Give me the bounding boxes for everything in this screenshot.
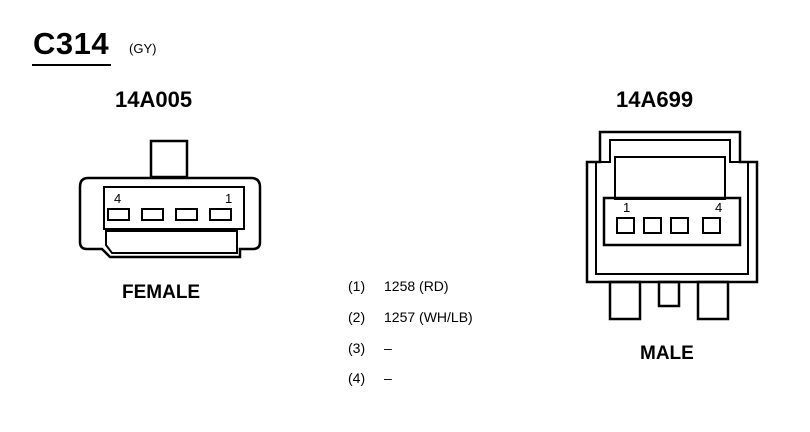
male-inner-housing [595,139,749,275]
pin-row-3: (3) – [348,340,392,356]
female-pin-label-right: 1 [225,191,232,206]
female-cavity [103,186,245,230]
female-terminal-3 [141,208,164,221]
female-terminal-1 [209,208,232,221]
connector-color: (GY) [129,41,157,56]
female-label: FEMALE [122,282,201,303]
female-latch-tab [149,139,189,179]
pin-row-1: (1) 1258 (RD) [348,278,449,294]
male-terminal-1 [616,217,635,234]
male-part-number: 14A699 [616,87,694,112]
pin-number: (4) [348,370,366,386]
male-latch-window [614,156,726,200]
male-foot-left [608,280,642,321]
male-pin-label-right: 4 [715,200,722,215]
pin-circuit: 1258 (RD) [384,278,449,294]
male-terminal-4 [702,217,721,234]
male-connector-diagram: 1 4 [585,130,759,321]
female-part-number: 14A005 [115,87,193,112]
male-terminal-2 [643,217,662,234]
pin-circuit: 1257 (WH/LB) [384,309,473,325]
female-body-outline [78,176,262,259]
female-lower-rail [105,230,238,254]
female-terminal-2 [175,208,198,221]
male-terminal-3 [670,217,689,234]
pin-circuit: – [384,340,392,356]
male-foot-right [696,280,730,321]
connector-id-underline [32,64,111,66]
male-label: MALE [640,343,694,364]
male-foot-center [657,280,681,308]
pin-row-4: (4) – [348,370,392,386]
pin-number: (1) [348,278,366,294]
pin-row-2: (2) 1257 (WH/LB) [348,309,473,325]
male-pin-label-left: 1 [623,200,630,215]
pin-circuit: – [384,370,392,386]
male-housing-outline [585,130,759,284]
pin-number: (2) [348,309,366,325]
male-pin-face [602,196,742,247]
pin-number: (3) [348,340,366,356]
female-terminal-4 [107,208,130,221]
female-connector-diagram: 4 1 [78,139,262,259]
connector-id: C314 [33,26,110,61]
female-pin-label-left: 4 [114,191,121,206]
